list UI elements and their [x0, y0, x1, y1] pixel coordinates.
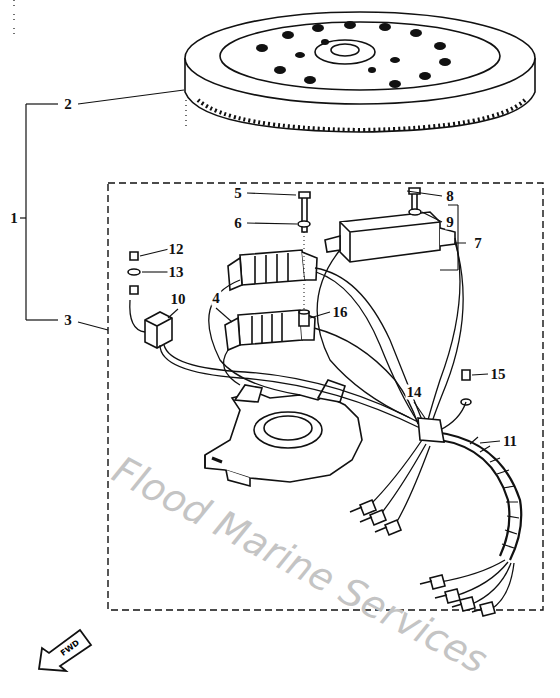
callout-number: 9 [445, 215, 455, 230]
kit-frame [108, 183, 543, 610]
charge-coil [225, 310, 315, 350]
callout-number: 8 [445, 189, 455, 204]
callout-number: 12 [168, 242, 185, 257]
callout-number: 1 [9, 211, 19, 226]
callout-number: 16 [332, 305, 349, 320]
wire-clamp [418, 418, 444, 442]
callout-number: 4 [211, 291, 221, 306]
callout-number: 5 [233, 186, 243, 201]
direction-arrow: FWD [36, 626, 94, 672]
watermark: Flood Marine Services [107, 450, 493, 679]
callout-number: 14 [406, 385, 423, 400]
callout-number: 10 [170, 292, 187, 307]
cdi-unit [325, 212, 455, 262]
wires [130, 238, 521, 610]
callout-number: 11 [502, 434, 518, 449]
callout-number: 15 [490, 367, 507, 382]
callout-number: 2 [63, 97, 73, 112]
callout-number: 6 [233, 216, 243, 231]
callout-number: 7 [473, 236, 483, 251]
flywheel [185, 12, 535, 132]
leader-lines [140, 191, 500, 443]
callout-number: 3 [63, 313, 73, 328]
bolts [128, 188, 471, 405]
callout-number: 13 [168, 265, 185, 280]
bracket-lines [14, 0, 186, 330]
